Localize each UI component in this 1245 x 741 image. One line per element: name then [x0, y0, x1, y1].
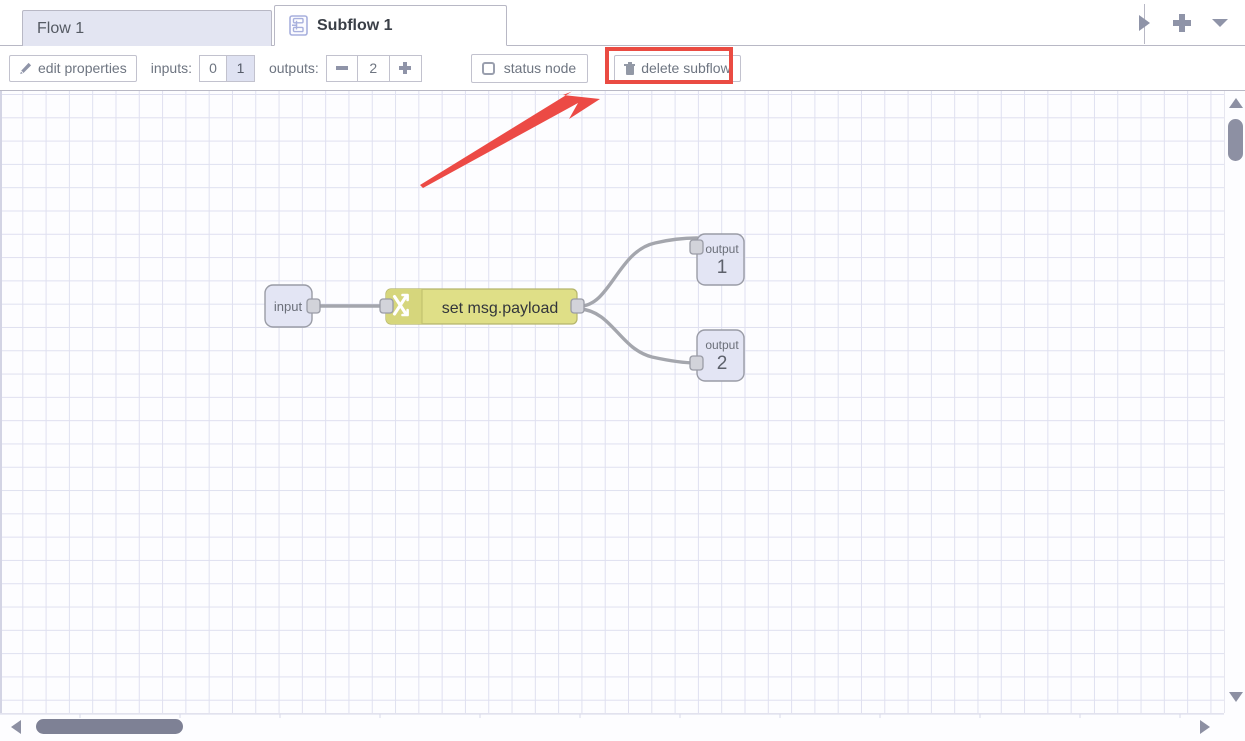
node-output-1[interactable]: output 1	[689, 233, 745, 286]
node-output-1-number: 1	[717, 257, 728, 278]
delete-subflow-label: delete subflow	[641, 60, 731, 76]
tab-flow-1-label: Flow 1	[37, 19, 85, 37]
scrollbar-corner	[1224, 713, 1245, 741]
flow-menu-button[interactable]	[1201, 7, 1239, 39]
subflow-toolbar: edit properties inputs: 0 1 outputs: 2 s…	[0, 46, 1245, 91]
outputs-increment-button[interactable]	[389, 54, 422, 82]
wires	[310, 236, 699, 365]
wire-change-to-output1	[578, 236, 699, 308]
chevron-down-icon	[1212, 19, 1228, 27]
flow-tab-bar: Flow 1 Subflow 1	[0, 0, 1245, 46]
wire-change-to-output2	[578, 307, 699, 365]
node-change-label: set msg.payload	[442, 300, 559, 317]
inputs-option-1[interactable]: 1	[226, 54, 255, 82]
outputs-label: outputs:	[268, 60, 319, 76]
node-input-label: input	[274, 299, 303, 314]
node-input[interactable]: input	[264, 284, 321, 328]
horizontal-scrollbar[interactable]	[0, 713, 1245, 741]
node-output-2-label: output	[705, 338, 739, 352]
inputs-label: inputs:	[150, 60, 192, 76]
add-flow-button[interactable]	[1163, 7, 1201, 39]
edit-properties-label: edit properties	[38, 60, 127, 76]
canvas-left-edge	[0, 91, 2, 713]
node-output-2[interactable]: output 2	[689, 329, 745, 382]
tab-flow-1[interactable]: Flow 1	[22, 10, 272, 46]
trash-icon	[624, 61, 636, 75]
play-button[interactable]	[1125, 7, 1163, 39]
shuffle-icon	[392, 293, 409, 317]
status-node-toggle[interactable]: status node	[470, 53, 589, 83]
node-output-1-label: output	[705, 242, 739, 256]
play-icon	[1138, 15, 1150, 31]
horizontal-scrollbar-thumb[interactable]	[36, 719, 183, 734]
delete-subflow-wrapper: delete subflow	[605, 46, 741, 84]
vertical-scrollbar-thumb[interactable]	[1228, 119, 1243, 161]
minus-icon	[335, 66, 348, 70]
outputs-stepper: 2	[325, 54, 422, 82]
status-node-label: status node	[503, 60, 577, 76]
annotation-arrow	[420, 91, 600, 188]
inputs-option-0[interactable]: 0	[198, 54, 227, 82]
outputs-value: 2	[357, 54, 390, 82]
scrollbar-ruler	[0, 714, 1245, 718]
tab-subflow-1-label: Subflow 1	[317, 16, 393, 34]
status-node-checkbox[interactable]	[481, 61, 495, 75]
plus-icon	[399, 62, 412, 74]
arrow-left-icon[interactable]	[11, 720, 21, 734]
arrow-down-icon[interactable]	[1229, 692, 1243, 702]
node-change[interactable]: set msg.payload	[379, 288, 585, 325]
node-output-2-number: 2	[717, 353, 728, 374]
pencil-icon	[19, 62, 32, 75]
flow-canvas[interactable]: input set msg.payload outp	[0, 91, 1224, 713]
arrow-right-icon[interactable]	[1200, 720, 1210, 734]
flow-tabs: Flow 1 Subflow 1	[22, 5, 509, 46]
edit-properties-button[interactable]: edit properties	[9, 54, 137, 82]
tab-subflow-1[interactable]: Subflow 1	[274, 5, 507, 46]
flow-canvas-svg: input set msg.payload outp	[264, 91, 745, 382]
tabbar-tools	[1125, 6, 1239, 40]
add-flow-icon	[1173, 14, 1191, 32]
inputs-stepper: 0 1	[198, 54, 255, 82]
arrow-up-icon[interactable]	[1229, 98, 1243, 108]
vertical-scrollbar[interactable]	[1224, 91, 1245, 713]
outputs-decrement-button[interactable]	[325, 54, 358, 82]
subflow-icon	[289, 15, 308, 36]
delete-subflow-button[interactable]: delete subflow	[614, 54, 741, 82]
